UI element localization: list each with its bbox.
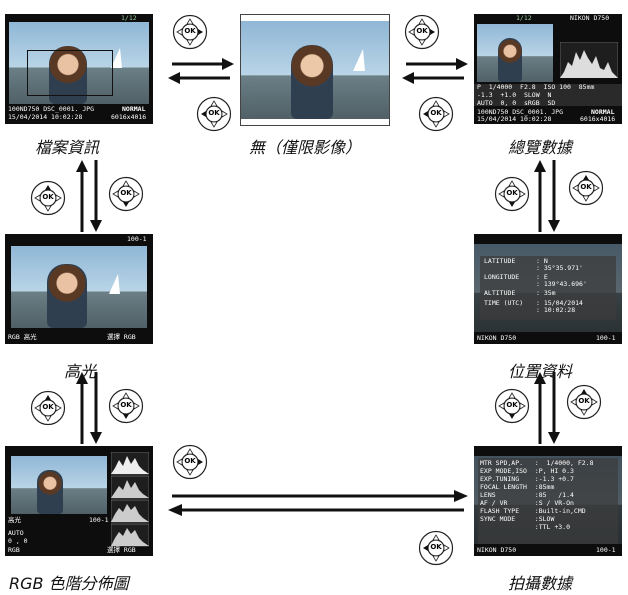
ok-label: OK <box>172 457 208 465</box>
select-hint: 選擇 RGB <box>107 334 136 341</box>
compensation-row: -1.3 +1.0 SLOW N <box>477 92 551 99</box>
ok-label: OK <box>494 401 530 409</box>
screen-file-info: 1/12 100ND750 DSC_0001. JPG 15/04/2014 1… <box>5 14 153 124</box>
exposure-row: P 1/4000 F2.8 ISO 100 85mm <box>477 84 594 91</box>
histogram <box>560 42 618 78</box>
portrait-figure <box>37 470 63 514</box>
frame-id: 100-1 <box>596 547 616 554</box>
ok-label: OK <box>30 403 66 411</box>
datetime: 15/04/2014 10:02:28 <box>477 116 551 123</box>
ok-label: OK <box>30 193 66 201</box>
shooting-line-1: MTR SPD,AP. : 1/4000, F2.8 <box>480 460 594 467</box>
multi-selector-icon: OK <box>568 170 604 206</box>
multi-selector-icon: OK <box>172 444 208 480</box>
white-balance: AUTO <box>8 530 24 537</box>
multi-selector-icon: OK <box>418 530 454 566</box>
folder-file: 100ND750 DSC_0001. JPG <box>8 106 94 113</box>
frame-id: 100-1 <box>89 517 109 524</box>
ok-label: OK <box>494 189 530 197</box>
ok-label: OK <box>404 27 440 35</box>
frame-id: 100-1 <box>127 236 147 243</box>
shooting-line-4: FOCAL LENGTH :85mm <box>480 484 554 491</box>
caption-file-info: 檔案資訊 <box>35 134 99 158</box>
image-size: 6016x4016 <box>580 116 615 123</box>
wb-fine-tune: 0 , 0 <box>8 538 28 545</box>
shooting-line-2: EXP MODE,ISO :P, HI 0.3 <box>480 468 574 475</box>
shooting-line-3: EXP.TUNING :-1.3 +0.7 <box>480 476 574 483</box>
multi-selector-icon: OK <box>418 96 454 132</box>
select-hint: 選擇 RGB <box>107 547 136 554</box>
multi-selector-icon: OK <box>172 14 208 50</box>
screen-location: LATITUDE : N : 35°35.971' LONGITUDE : E … <box>474 234 622 344</box>
screen-image-only <box>240 14 390 126</box>
arrows-left-lower <box>74 372 104 444</box>
multi-selector-icon: OK <box>404 14 440 50</box>
portrait-figure <box>498 38 522 82</box>
ok-label: OK <box>196 109 232 117</box>
multi-selector-icon: OK <box>108 176 144 212</box>
ok-label: OK <box>418 109 454 117</box>
frame-count: 1/12 <box>516 15 532 22</box>
altitude-label: ALTITUDE <box>484 290 515 297</box>
shooting-line-6: AF / VR :S / VR-On <box>480 500 574 507</box>
sailboat-icon <box>353 49 365 71</box>
caption-image-only: 無（僅限影像） <box>249 134 361 158</box>
multi-selector-icon: OK <box>196 96 232 132</box>
shooting-line-8: SYNC MODE :SLOW <box>480 516 554 523</box>
arrows-right-lower <box>532 372 562 444</box>
channel-label: RGB 高光 <box>8 334 37 341</box>
shooting-line-7: FLASH TYPE :Built-in,CMD <box>480 508 586 515</box>
latitude-label: LATITUDE <box>484 258 515 265</box>
wb-row: AUTO 0, 0 sRGB SD <box>477 100 555 107</box>
caption-rgb-histogram: RGB 色階分佈圖 <box>9 570 129 594</box>
multi-selector-icon: OK <box>108 388 144 424</box>
latitude-value: : N : 35°35.971' <box>536 258 583 272</box>
screen-rgb-histogram: 高光 100-1 AUTO 0 , 0 RGB 選擇 RGB <box>5 446 153 556</box>
arrows-top-right <box>402 56 468 86</box>
ok-label: OK <box>566 397 602 405</box>
ok-label: OK <box>568 183 604 191</box>
portrait-figure <box>47 264 87 328</box>
arrows-left-upper <box>74 160 104 232</box>
multi-selector-icon: OK <box>566 384 602 420</box>
histogram-stack <box>111 452 149 548</box>
ok-label: OK <box>108 401 144 409</box>
multi-selector-icon: OK <box>30 180 66 216</box>
frame-count: 1/12 <box>121 15 137 22</box>
camera-name: NIKON D750 <box>477 547 516 554</box>
ok-label: OK <box>172 27 208 35</box>
altitude-value: : 35m <box>536 290 556 297</box>
image-size: 6016x4016 <box>111 114 146 121</box>
shooting-line-9: :TTL +3.0 <box>480 524 570 531</box>
camera-name: NIKON D750 <box>570 15 609 22</box>
arrows-right-upper <box>532 160 562 232</box>
portrait-figure <box>291 45 333 119</box>
longitude-value: : E : 139°43.696' <box>536 274 587 288</box>
screen-shooting-data: MTR SPD,AP. : 1/4000, F2.8 EXP MODE,ISO … <box>474 446 622 556</box>
multi-selector-icon: OK <box>494 388 530 424</box>
shooting-line-5: LENS :85 /1.4 <box>480 492 574 499</box>
ok-label: OK <box>418 543 454 551</box>
sailboat-icon <box>109 274 120 294</box>
frame-id: 100-1 <box>596 335 616 342</box>
longitude-label: LONGITUDE <box>484 274 519 281</box>
arrows-bottom-long <box>168 488 468 518</box>
rgb-label: RGB <box>8 547 20 554</box>
multi-selector-icon: OK <box>494 176 530 212</box>
caption-overview: 總覽數據 <box>508 134 572 158</box>
screen-highlights: 100-1 RGB 高光 選擇 RGB <box>5 234 153 344</box>
screen-overview: 1/12 NIKON D750 P 1/4000 F2.8 ISO 100 85… <box>474 14 622 124</box>
arrows-top-left <box>168 56 234 86</box>
caption-shooting-data: 拍攝數據 <box>508 570 572 594</box>
af-brackets <box>27 50 113 96</box>
datetime: 15/04/2014 10:02:28 <box>8 114 82 121</box>
camera-name: NIKON D750 <box>477 335 516 342</box>
channel-label: 高光 <box>8 517 21 524</box>
time-label: TIME (UTC) <box>484 300 523 307</box>
multi-selector-icon: OK <box>30 390 66 426</box>
time-value: : 15/04/2014 : 10:02:28 <box>536 300 583 314</box>
quality: NORMAL <box>122 106 145 113</box>
ok-label: OK <box>108 189 144 197</box>
